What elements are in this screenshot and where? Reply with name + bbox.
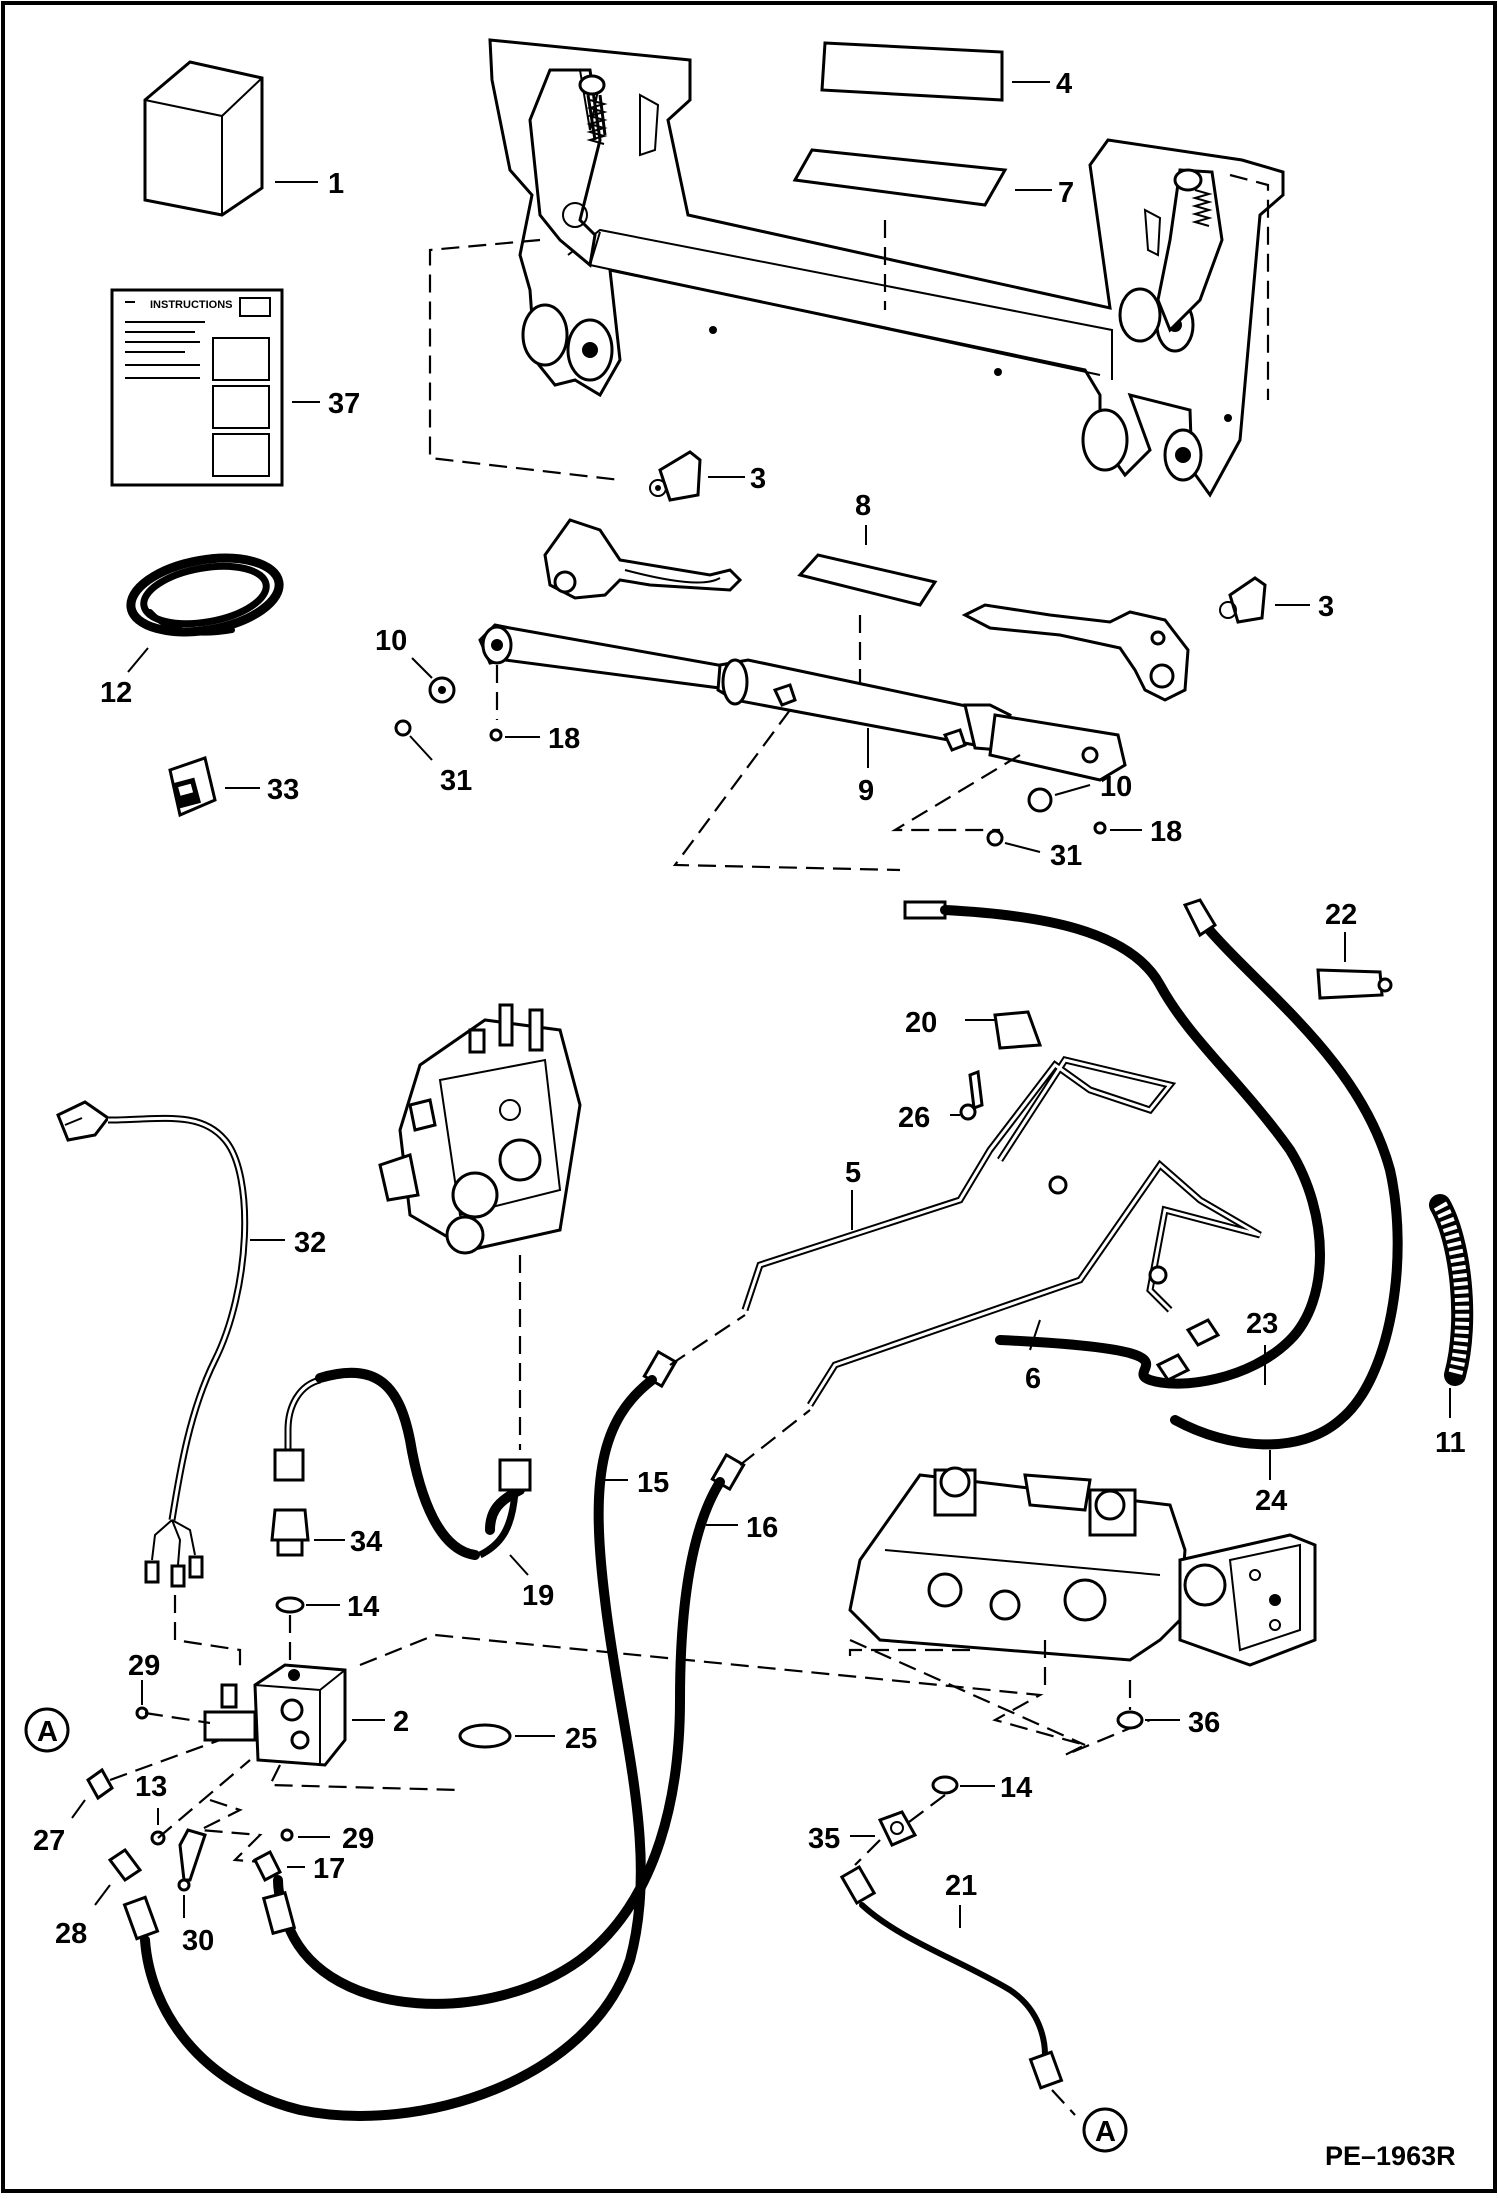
clamp-25	[458, 1723, 512, 1749]
nut-31-right	[986, 829, 1004, 847]
callout-23: 23	[1246, 1308, 1278, 1340]
callout-36: 36	[1188, 1707, 1220, 1739]
callout-16: 16	[746, 1512, 778, 1544]
callout-29-left: 29	[128, 1650, 160, 1682]
hose-19	[273, 1367, 532, 1560]
fitting-27	[86, 1767, 114, 1801]
callout-21: 21	[945, 1870, 977, 1902]
o-ring-14-right	[931, 1775, 959, 1795]
callout-13: 13	[135, 1771, 167, 1803]
callout-35: 35	[808, 1823, 840, 1855]
tube-5	[741, 1056, 1177, 1312]
cam-arm-left	[543, 518, 743, 600]
callout-6: 6	[1025, 1363, 1041, 1395]
callout-11: 11	[1435, 1427, 1466, 1459]
callout-28: 28	[55, 1918, 87, 1950]
tube-6	[807, 1159, 1262, 1407]
bolt-26	[968, 1069, 984, 1111]
protective-sleeve-11	[1429, 1194, 1474, 1386]
shield-8	[797, 553, 938, 607]
callout-33: 33	[267, 774, 299, 806]
fitting-35	[877, 1810, 918, 1847]
callout-29-right: 29	[342, 1823, 374, 1855]
fitting-3-left	[649, 450, 702, 502]
callout-17: 17	[313, 1853, 345, 1885]
hydraulic-pump	[848, 1466, 1317, 1667]
callout-14-right: 14	[1000, 1772, 1032, 1804]
hose-assembly-23-24	[903, 898, 1403, 1450]
callout-18-right: 18	[1150, 816, 1182, 848]
callout-24: 24	[1255, 1485, 1287, 1517]
coiled-harness	[126, 553, 284, 637]
decal-4	[820, 41, 1004, 102]
actuator-cylinder	[478, 623, 1127, 782]
callout-22: 22	[1325, 899, 1357, 931]
callout-20: 20	[905, 1007, 937, 1039]
rocker-switch	[168, 756, 217, 818]
connection-marker-a-left	[24, 1707, 70, 1753]
attachment-frame	[488, 38, 1285, 498]
callout-3-left: 3	[750, 463, 766, 495]
marker-a-right-label: A	[1095, 2116, 1116, 2148]
grease-fitting-18-left	[489, 728, 503, 742]
hose-15	[122, 1314, 746, 2121]
callout-10-left: 10	[375, 625, 407, 657]
instruction-sheet: INSTRUCTIONS	[110, 288, 284, 487]
callout-31-left: 31	[440, 765, 472, 797]
callout-3-right: 3	[1318, 591, 1334, 623]
control-valve	[378, 1003, 582, 1255]
callout-4: 4	[1056, 68, 1072, 100]
cam-arm-right	[961, 603, 1190, 702]
nut-31-left	[394, 719, 412, 737]
box-part	[143, 60, 264, 217]
adapter-34	[270, 1508, 310, 1557]
callout-26: 26	[898, 1102, 930, 1134]
callout-2: 2	[393, 1706, 409, 1738]
instruction-sheet-title: INSTRUCTIONS	[150, 299, 233, 311]
clip-22	[1316, 968, 1384, 1000]
callout-14-left: 14	[347, 1591, 379, 1623]
callout-8: 8	[855, 490, 871, 522]
callout-1: 1	[328, 168, 344, 200]
hose-16	[261, 1409, 811, 2009]
fitting-17	[253, 1849, 282, 1883]
bracket-20	[993, 1010, 1043, 1050]
marker-a-left-label: A	[37, 1716, 58, 1748]
wire-harness-32	[56, 1100, 249, 1588]
washer-10-right	[1027, 787, 1053, 813]
callout-34: 34	[350, 1526, 382, 1558]
callout-27: 27	[33, 1825, 65, 1857]
fitting-3-right	[1219, 576, 1267, 624]
callout-12: 12	[100, 677, 132, 709]
hose-21	[839, 1839, 1076, 2116]
callout-31-right: 31	[1050, 840, 1082, 872]
callout-18-left: 18	[548, 723, 580, 755]
callout-5: 5	[845, 1157, 861, 1189]
callout-10-right: 10	[1100, 771, 1132, 803]
fitting-28	[107, 1847, 143, 1883]
callout-7: 7	[1058, 177, 1074, 209]
callout-32: 32	[294, 1227, 326, 1259]
o-ring-29-right	[280, 1828, 294, 1842]
callout-25: 25	[565, 1723, 597, 1755]
callout-19: 19	[522, 1580, 554, 1612]
callout-30: 30	[182, 1925, 214, 1957]
connection-marker-a-right	[1082, 2107, 1128, 2153]
callout-9: 9	[858, 775, 874, 807]
decal-7	[792, 148, 1008, 207]
callout-15: 15	[637, 1467, 669, 1499]
grease-fitting-18-right	[1093, 821, 1107, 835]
o-ring-14-left	[275, 1596, 305, 1614]
pin-30	[177, 1828, 207, 1892]
callout-37: 37	[328, 388, 360, 420]
valve-block-2	[203, 1663, 347, 1767]
o-ring-36	[1116, 1710, 1144, 1730]
drawing-code: PE–1963R	[1325, 2141, 1456, 2171]
